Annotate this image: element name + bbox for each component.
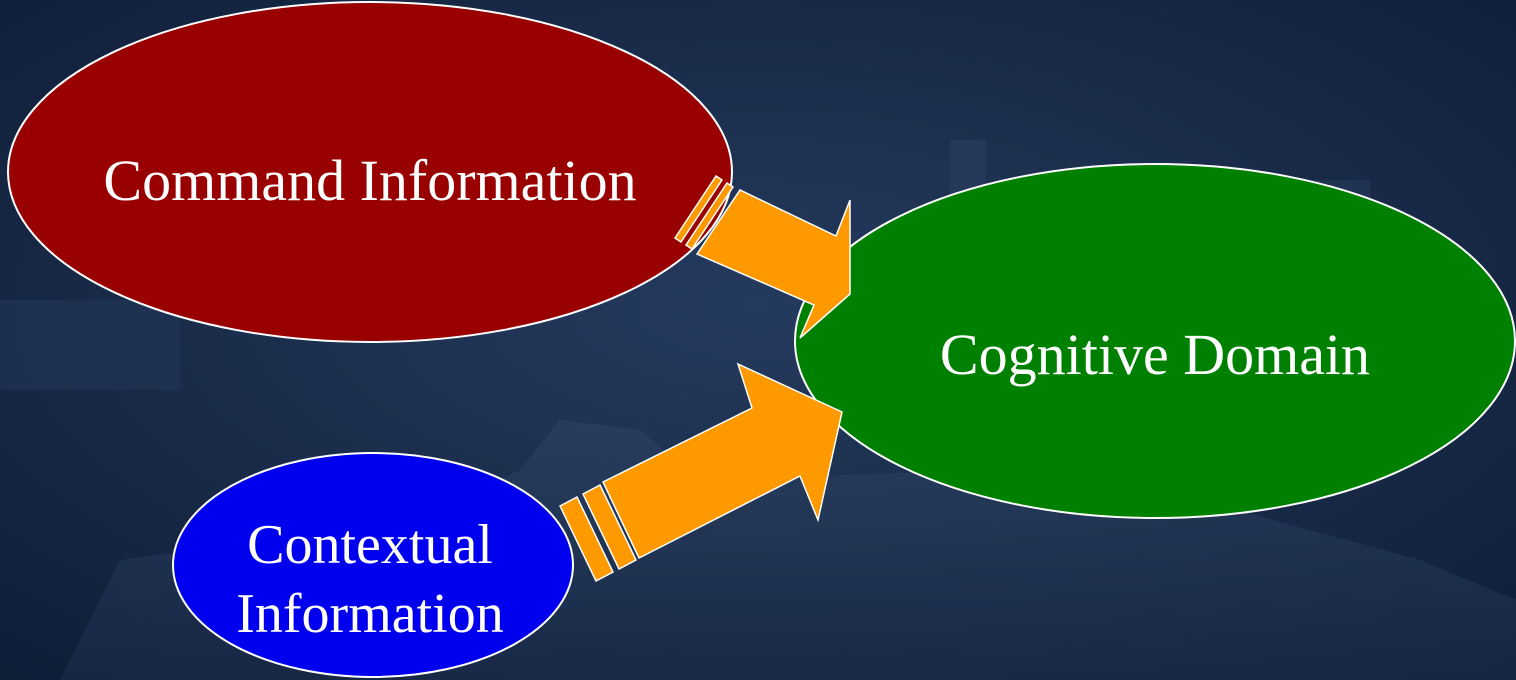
- arrow-command-arrow-body: [695, 189, 851, 339]
- arrow-contextual-arrow-body: [602, 362, 843, 560]
- contextual-information-label-line1: Contextual: [247, 514, 493, 576]
- cognitive-domain-label: Cognitive Domain: [940, 322, 1370, 387]
- contextual-information-node: Contextual Information: [172, 452, 574, 678]
- arrow-command-stripe-2: [684, 181, 735, 251]
- arrow-contextual-stripe-1: [559, 495, 614, 583]
- contextual-information-label-line2: Information: [236, 583, 503, 645]
- arrow-command-to-cognitive: [673, 174, 851, 339]
- command-information-label: Command Information: [103, 148, 636, 213]
- arrow-contextual-stripe-2: [582, 483, 637, 571]
- arrow-command-stripe-1: [673, 174, 724, 244]
- command-information-node: Command Information: [7, 1, 733, 343]
- arrow-contextual-to-cognitive: [559, 362, 843, 583]
- cognitive-domain-node: Cognitive Domain: [794, 163, 1516, 519]
